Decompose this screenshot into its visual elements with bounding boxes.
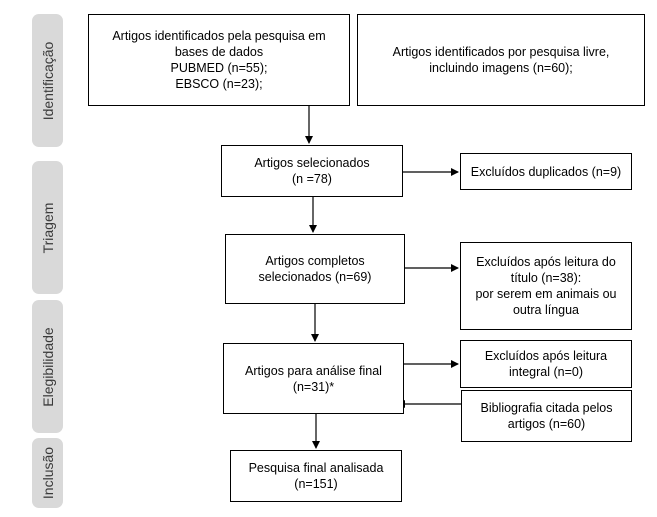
box-full-selected: Artigos completos selecionados (n=69): [225, 234, 405, 304]
box-free-search: Artigos identificados por pesquisa livre…: [357, 14, 645, 106]
box-selected: Artigos selecionados (n =78): [221, 145, 403, 197]
box-database-search: Artigos identificados pela pesquisa em b…: [88, 14, 350, 106]
box-final-research: Pesquisa final analisada (n=151): [230, 450, 402, 502]
box-bibliography: Bibliografia citada pelos artigos (n=60): [461, 390, 632, 442]
phase-triagem: Triagem: [32, 161, 63, 294]
phase-identificacao: Identificação: [32, 14, 63, 147]
box-excluded-title: Excluídos após leitura do título (n=38):…: [460, 242, 632, 330]
phase-elegibilidade: Elegibilidade: [32, 300, 63, 433]
box-excluded-duplicates: Excluídos duplicados (n=9): [460, 153, 632, 190]
box-excluded-full: Excluídos após leitura integral (n=0): [460, 340, 632, 388]
phase-inclusao: Inclusão: [32, 438, 63, 508]
box-final-analysis: Artigos para análise final (n=31)*: [223, 343, 404, 414]
